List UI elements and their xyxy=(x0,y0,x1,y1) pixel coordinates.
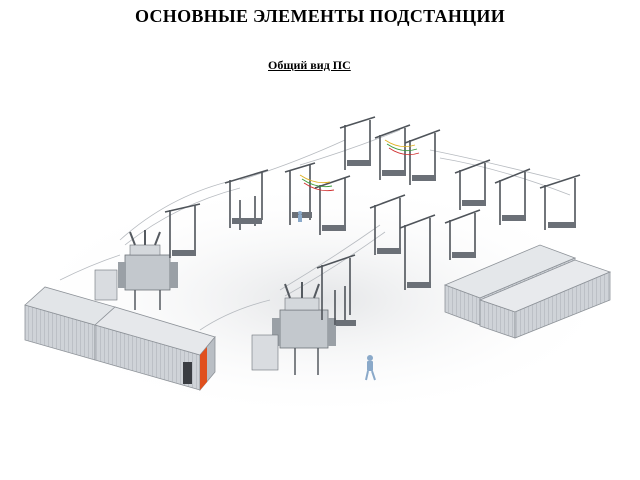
page-subtitle: Общий вид ПС xyxy=(268,58,351,72)
page-title: ОСНОВНЫЕ ЭЛЕМЕНТЫ ПОДСТАНЦИИ xyxy=(134,6,506,26)
transformer-center xyxy=(251,282,336,375)
door-accent xyxy=(200,347,207,390)
phase-conductors xyxy=(299,139,420,192)
building-door xyxy=(183,362,192,384)
building-right-front xyxy=(478,259,612,339)
control-building-left xyxy=(24,286,216,392)
person-figure xyxy=(365,355,376,381)
switchgear-gantries xyxy=(164,116,581,325)
transformer-left xyxy=(94,230,178,310)
person-figure-small xyxy=(298,211,302,222)
